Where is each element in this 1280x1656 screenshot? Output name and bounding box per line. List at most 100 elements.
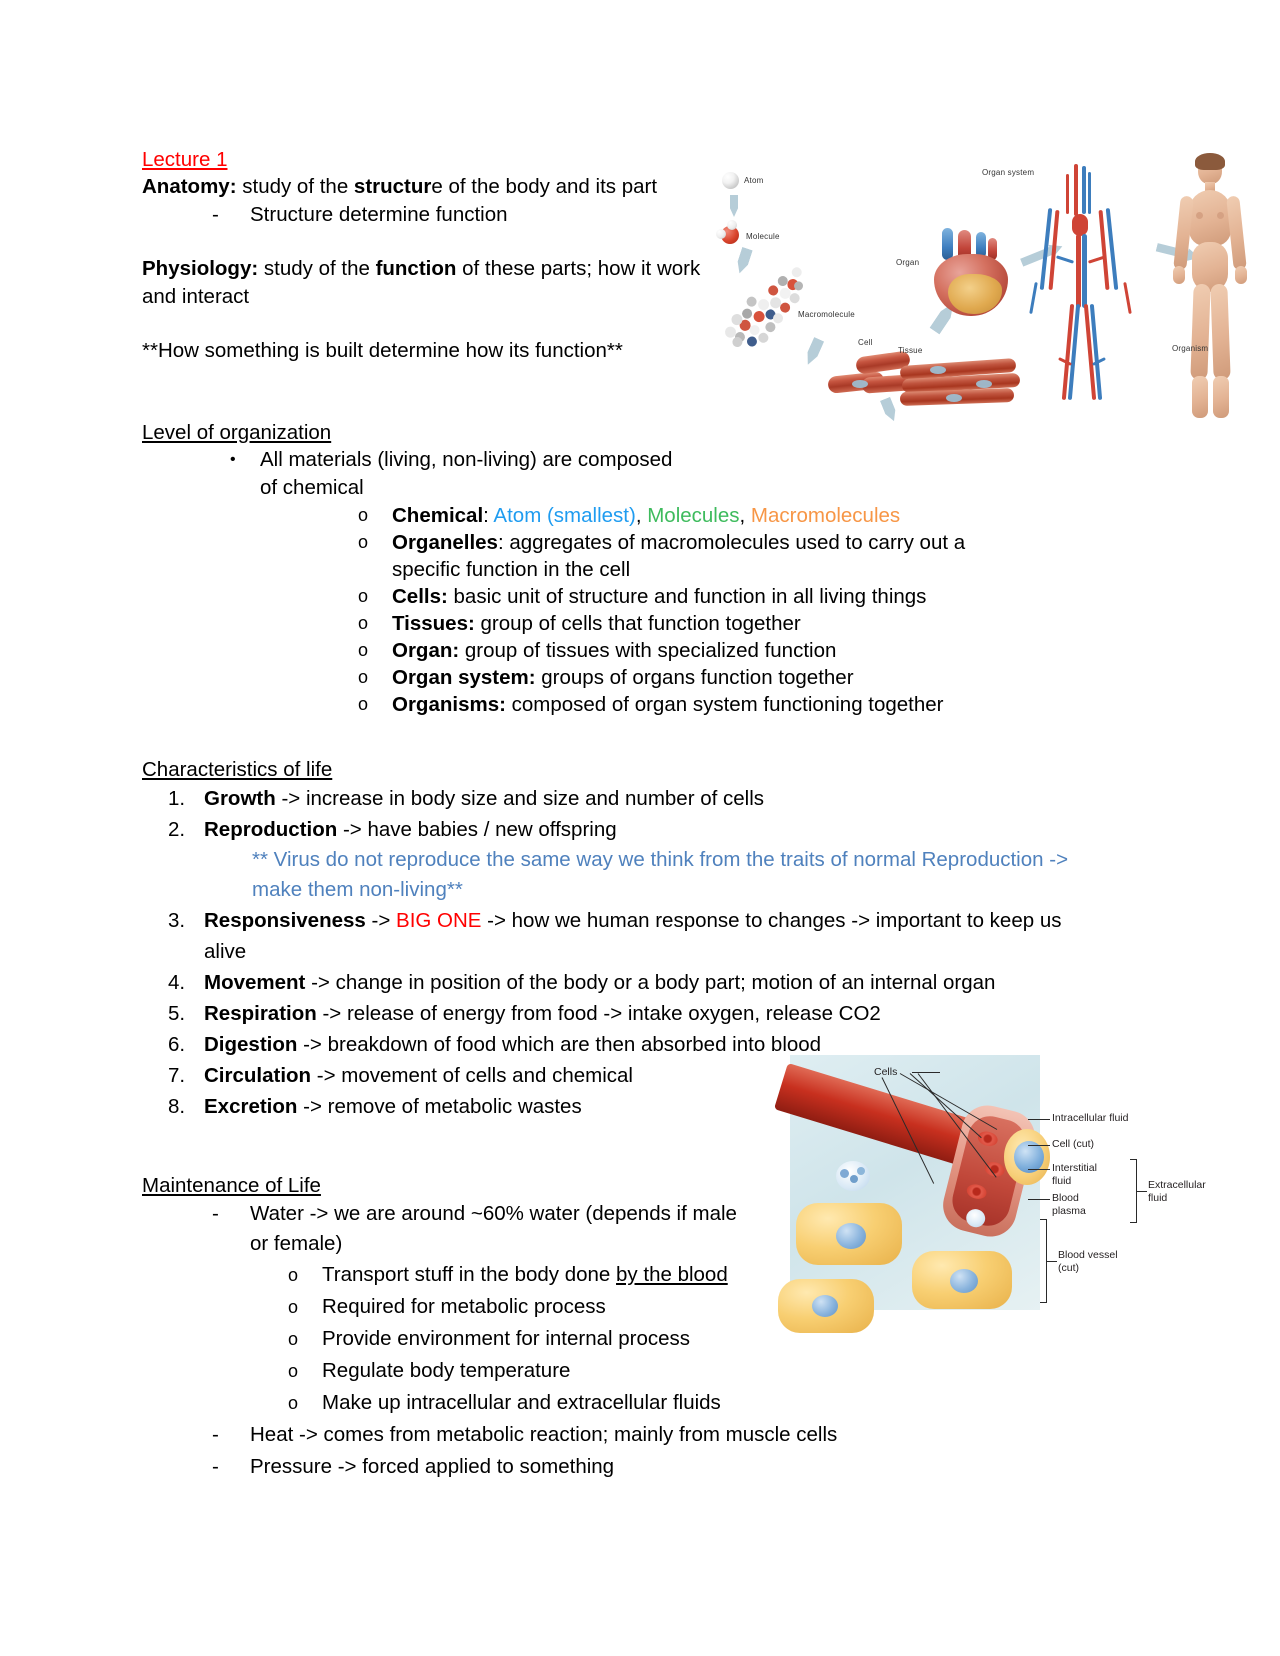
o-marker: o <box>288 1296 299 1317</box>
molecule-icon <box>716 220 742 246</box>
organ-system-icon <box>1022 164 1142 404</box>
respiration-rest: -> release of energy from food -> intake… <box>316 1001 881 1025</box>
leader-blood-vessel <box>1047 1261 1057 1262</box>
organization-item-cells: o Cells: basic unit of structure and fun… <box>142 583 1102 610</box>
circulation-text: Circulation -> movement of cells and che… <box>204 1060 1102 1091</box>
o-marker: o <box>358 531 369 552</box>
fluid-label-blood-vessel-1: Blood vessel <box>1058 1249 1118 1261</box>
chemical-macromolecules: Macromolecules <box>750 503 901 527</box>
list-number: 6. <box>168 1032 186 1056</box>
figure-label-tissue: Tissue <box>898 346 923 355</box>
white-blood-cell <box>836 1161 870 1191</box>
organization-item-organelles-text: Organelles: aggregates of macromolecules… <box>392 529 1017 583</box>
leader-cells <box>912 1072 940 1073</box>
dash-marker: - <box>212 202 219 226</box>
figure-label-organ: Organ <box>896 258 920 267</box>
growth-text: Growth -> increase in body size and size… <box>204 783 1102 814</box>
figure-label-cell: Cell <box>858 338 873 347</box>
organelles-term: Organelles <box>392 530 498 554</box>
leader-blood-plasma <box>1028 1199 1050 1200</box>
movement-rest: -> change in position of the body or a b… <box>305 970 996 994</box>
heat-text: Heat -> comes from metabolic reaction; m… <box>250 1422 838 1446</box>
list-number: 1. <box>168 786 186 810</box>
characteristic-item-movement: 4. Movement -> change in position of the… <box>142 967 1102 998</box>
o-marker: o <box>358 666 369 687</box>
tissue-icon <box>899 356 1025 416</box>
circulation-term: Circulation <box>204 1063 312 1087</box>
anatomy-sub-text: Structure determine function <box>250 202 508 226</box>
physiology-bold-word: function <box>375 257 457 280</box>
cell-cut-shape <box>1004 1129 1050 1185</box>
figure-label-molecule: Molecule <box>746 232 780 241</box>
fluid-label-extracellular-2: fluid <box>1148 1192 1168 1204</box>
dash-marker: - <box>212 1454 219 1478</box>
responsiveness-text: Responsiveness -> BIG ONE -> how we huma… <box>204 905 1102 967</box>
section-heading-maintenance-of-life: Maintenance of Life <box>142 1173 321 1197</box>
chemical-sep-2: , <box>739 503 751 527</box>
figure-label-organism: Organism <box>1172 344 1209 353</box>
dash-marker: - <box>212 1201 219 1225</box>
o-marker: o <box>288 1392 299 1413</box>
organization-item-organ-system: o Organ system: groups of organs functio… <box>142 664 1102 691</box>
water-sub-item-environment: o Provide environment for internal proce… <box>142 1323 1102 1355</box>
o-marker: o <box>288 1360 299 1381</box>
characteristic-item-excretion: 8. Excretion -> remove of metabolic wast… <box>142 1091 1102 1122</box>
organisms-rest: composed of organ system functioning tog… <box>505 692 944 716</box>
transport-pre: Transport stuff in the body done <box>322 1262 617 1286</box>
fluid-label-blood-plasma-1: Blood <box>1052 1192 1079 1204</box>
water-sub-item-transport: o Transport stuff in the body done by th… <box>142 1259 1102 1291</box>
characteristic-item-circulation: 7. Circulation -> movement of cells and … <box>142 1060 1102 1091</box>
chemical-atom: Atom (smallest) <box>493 503 636 527</box>
excretion-term: Excretion <box>204 1094 298 1118</box>
section-heading-characteristics-of-life: Characteristics of life <box>142 757 333 781</box>
levels-of-organization-figure: Atom Molecule <box>700 150 1260 460</box>
fluid-label-blood-vessel-2: (cut) <box>1058 1262 1079 1274</box>
leader-extracellular <box>1137 1191 1147 1192</box>
organ-term: Organ: <box>392 638 460 662</box>
water-sub-fluids-text: Make up intracellular and extracellular … <box>322 1390 721 1414</box>
reproduction-text: Reproduction -> have babies / new offspr… <box>204 814 1102 845</box>
organization-item-tissues: o Tissues: group of cells that function … <box>142 610 1102 637</box>
brace-blood-vessel <box>1040 1219 1047 1303</box>
physiology-definition: Physiology: study of the function of the… <box>142 255 702 310</box>
atom-icon <box>722 172 739 189</box>
excretion-rest: -> remove of metabolic wastes <box>297 1094 582 1118</box>
circulation-rest: -> movement of cells and chemical <box>311 1063 633 1087</box>
leader-interstitial <box>1028 1169 1050 1170</box>
water-sub-transport-text: Transport stuff in the body done by the … <box>322 1259 1102 1291</box>
organization-intro-bullet: • All materials (living, non-living) are… <box>142 446 1102 502</box>
characteristic-item-responsiveness: 3. Responsiveness -> BIG ONE -> how we h… <box>142 905 1102 967</box>
organisms-term: Organisms: <box>392 692 506 716</box>
arrow-atom-to-molecule <box>730 195 738 217</box>
fluid-label-extracellular-1: Extracellular <box>1148 1179 1206 1191</box>
fluid-label-interstitial-1: Interstitial <box>1052 1162 1097 1174</box>
pressure-text: Pressure -> forced applied to something <box>250 1454 615 1478</box>
water-sub-item-metabolic: o Required for metabolic process <box>142 1291 1102 1323</box>
organization-item-organ-text: Organ: group of tissues with specialized… <box>392 637 1102 664</box>
o-marker: o <box>358 612 369 633</box>
organization-item-organ: o Organ: group of tissues with specializ… <box>142 637 1102 664</box>
respiration-term: Respiration <box>204 1001 317 1025</box>
water-sub-item-fluids: o Make up intracellular and extracellula… <box>142 1387 1102 1419</box>
leader-intracellular <box>1028 1119 1050 1120</box>
characteristic-item-respiration: 5. Respiration -> release of energy from… <box>142 998 1102 1029</box>
brace-extracellular <box>1130 1159 1137 1223</box>
organization-item-organelles: o Organelles: aggregates of macromolecul… <box>142 529 1102 583</box>
o-marker: o <box>358 693 369 714</box>
anatomy-rest-a: study of the <box>236 175 354 198</box>
organ-system-rest: groups of organs function together <box>535 665 854 689</box>
organelles-rest: : aggregates of macromolecules used to c… <box>392 530 966 581</box>
tissues-term: Tissues: <box>392 611 475 635</box>
body-fluids-figure: Cells Intracellular fluid Cell (cut) Int… <box>773 1055 1206 1333</box>
o-marker: o <box>288 1264 299 1285</box>
o-marker: o <box>358 585 369 606</box>
o-marker: o <box>358 504 369 525</box>
figure-label-macromolecule: Macromolecule <box>798 310 855 319</box>
water-sub-environment-text: Provide environment for internal process <box>322 1326 691 1350</box>
anatomy-sub-point: - Structure determine function <box>142 201 1102 229</box>
responsiveness-rest-b: -> how we human response to changes -> i… <box>204 908 1062 963</box>
movement-text: Movement -> change in position of the bo… <box>204 967 1102 998</box>
fat-cell-3 <box>778 1279 874 1333</box>
chemical-colon: : <box>483 503 494 527</box>
list-number: 8. <box>168 1094 186 1118</box>
